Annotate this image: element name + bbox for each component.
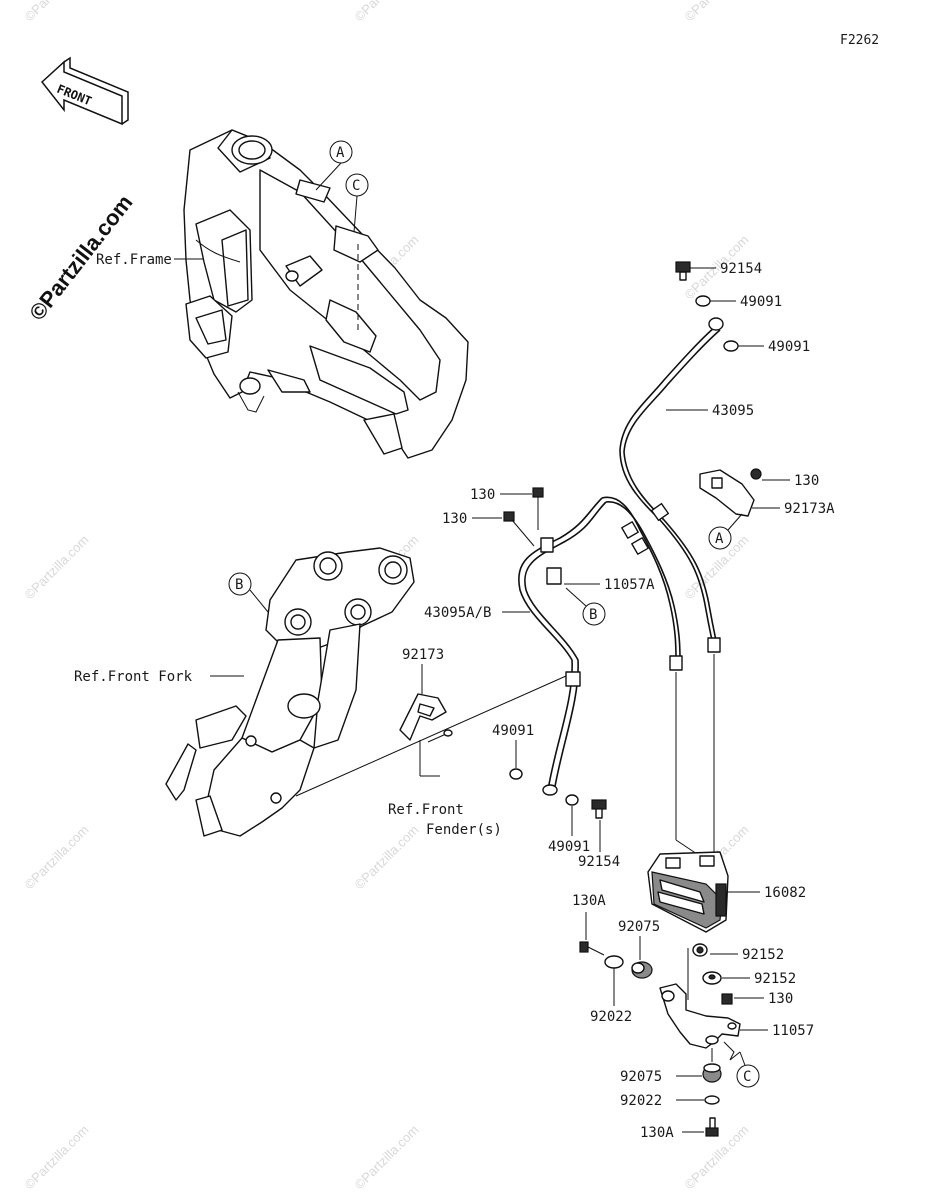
- screw-icon: [427, 729, 453, 743]
- callout-c-top-label: C: [352, 178, 360, 194]
- watermark: ©Partzilla.com: [682, 0, 752, 24]
- bolt-130a: [579, 941, 605, 956]
- part-label-92152: 92152: [742, 947, 784, 963]
- ref-front-fender-label: Ref.Front: [388, 802, 464, 818]
- callout-b-hose: [582, 602, 606, 626]
- callout-b-fork: [228, 572, 252, 596]
- front-arrow-icon: FRONT: [40, 56, 129, 126]
- bracket-92173a: [699, 469, 755, 517]
- part-label-92154: 92154: [720, 261, 762, 277]
- front-fork-drawing: [165, 547, 415, 837]
- leader-line: [565, 587, 587, 607]
- ref-front-fork-label: Ref.Front Fork: [74, 669, 193, 685]
- part-label-130: 130: [470, 487, 495, 503]
- watermark: ©Partzilla.com: [352, 0, 422, 24]
- brake-hose-rear: [619, 317, 724, 653]
- part-label-11057: 11057: [772, 1023, 814, 1039]
- part-label-49091: 49091: [768, 339, 810, 355]
- grommet-92075: [702, 1063, 722, 1083]
- part-label-92022: 92022: [590, 1009, 632, 1025]
- ref-frame-label: Ref.Frame: [96, 252, 172, 268]
- watermark: ©Partzilla.com: [352, 822, 422, 892]
- bolt-130: [721, 993, 733, 1005]
- washer-49091: [695, 295, 711, 307]
- abs-unit: [647, 851, 729, 933]
- part-label-43095ab: 43095A/B: [424, 605, 491, 621]
- banjo-bolt-bottom: [591, 799, 607, 819]
- bracket-11057: [659, 983, 741, 1049]
- watermark: ©Partzilla.com: [22, 532, 92, 602]
- callout-a-bracket: [708, 526, 732, 550]
- part-label-130a: 130A: [640, 1125, 674, 1141]
- part-label-92075: 92075: [618, 919, 660, 935]
- callout-b-hose-label: B: [589, 607, 597, 623]
- part-label-92173a: 92173A: [784, 501, 835, 517]
- leader-line: [249, 589, 269, 613]
- callout-c-bottom-label: C: [743, 1069, 751, 1085]
- leader-line: [315, 162, 342, 191]
- spacer-92152: [692, 943, 708, 957]
- part-label-49091: 49091: [548, 839, 590, 855]
- banjo-bolt-top: [675, 261, 691, 281]
- part-label-130: 130: [768, 991, 793, 1007]
- diagram-code: F2262: [840, 33, 879, 48]
- callout-a-top-label: A: [336, 145, 345, 161]
- watermark: ©Partzilla.com: [22, 1122, 92, 1192]
- leader-line: [511, 519, 535, 547]
- washer-49091: [723, 340, 739, 352]
- ref-front-fender-label: Fender(s): [426, 822, 502, 838]
- part-label-92152: 92152: [754, 971, 796, 987]
- part-label-11057a: 11057A: [604, 577, 655, 593]
- spacer-92152: [702, 971, 722, 985]
- leader-line: [353, 195, 358, 233]
- part-label-130: 130: [794, 473, 819, 489]
- callout-c-bottom: [736, 1064, 760, 1088]
- part-label-16082: 16082: [764, 885, 806, 901]
- washer-49091: [565, 794, 579, 806]
- washer-92022: [704, 1095, 720, 1105]
- bolt-130: [503, 511, 515, 522]
- clamp-92173: [399, 693, 447, 741]
- part-label-43095: 43095: [712, 403, 754, 419]
- watermark: ©Partzilla.com: [352, 1122, 422, 1192]
- part-label-130: 130: [442, 511, 467, 527]
- brake-hose-front: [518, 496, 683, 796]
- leader-line: [727, 513, 743, 531]
- part-label-49091: 49091: [740, 294, 782, 310]
- bolt-130: [532, 487, 544, 498]
- part-label-92173: 92173: [402, 647, 444, 663]
- frame-drawing: [183, 129, 469, 459]
- leader-line: [723, 1041, 741, 1061]
- part-label-92075: 92075: [620, 1069, 662, 1085]
- watermark: ©Partzilla.com: [22, 0, 92, 24]
- bolt-130a: [705, 1117, 719, 1137]
- washer-49091: [509, 768, 523, 780]
- part-label-92154: 92154: [578, 854, 620, 870]
- callout-a-bracket-label: A: [715, 531, 724, 547]
- grommet-92075: [631, 961, 653, 979]
- bolt-130: [750, 468, 762, 480]
- leader-line: [295, 675, 567, 797]
- watermark: ©Partzilla.com: [22, 822, 92, 892]
- part-label-130a: 130A: [572, 893, 606, 909]
- callout-b-fork-label: B: [235, 577, 243, 593]
- washer-92022: [604, 955, 624, 969]
- part-label-92022: 92022: [620, 1093, 662, 1109]
- part-label-49091: 49091: [492, 723, 534, 739]
